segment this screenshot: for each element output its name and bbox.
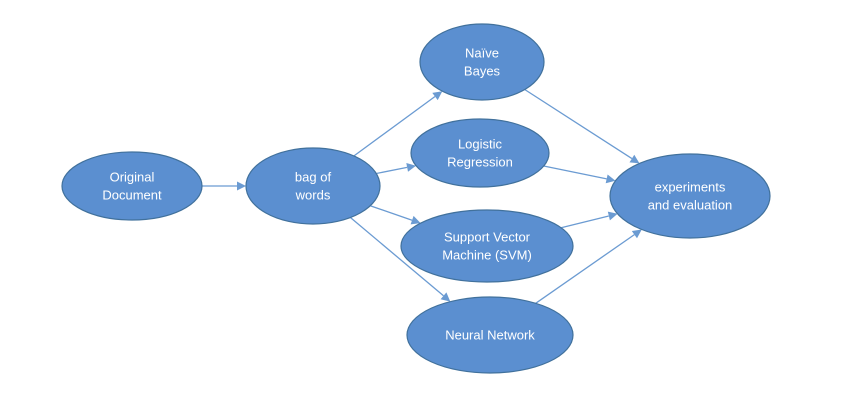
edge-nb-to-eval — [524, 88, 640, 164]
node-nn: Neural Network — [406, 296, 574, 374]
edge-line — [353, 95, 436, 157]
edge-lr-to-eval — [543, 165, 616, 184]
node-label: Logistic — [458, 137, 503, 152]
edge-original-to-bow — [202, 181, 246, 191]
edge-line — [535, 234, 635, 304]
node-ellipse — [410, 118, 550, 188]
node-ellipse — [61, 151, 203, 221]
node-label: Bayes — [464, 64, 501, 79]
arrowhead-icon — [605, 174, 616, 184]
node-label: Naïve — [465, 46, 499, 61]
edge-line — [560, 215, 609, 229]
edge-line — [349, 217, 444, 297]
node-label: experiments — [655, 180, 726, 195]
edge-bow-to-nn — [349, 217, 451, 302]
arrowhead-icon — [607, 211, 618, 221]
node-ellipse — [400, 209, 574, 283]
node-ellipse — [245, 147, 381, 225]
node-eval: experiments and evaluation — [609, 153, 771, 239]
edge-bow-to-lr — [376, 163, 416, 175]
edge-bow-to-nb — [353, 91, 443, 157]
node-ellipse — [419, 23, 545, 101]
arrowhead-icon — [629, 154, 640, 164]
node-label: Regression — [447, 155, 513, 170]
node-label: Machine (SVM) — [442, 248, 532, 263]
node-ellipse — [406, 296, 574, 374]
node-label: and evaluation — [648, 198, 733, 213]
edge-nn-to-eval — [535, 229, 642, 304]
node-bow: bag of words — [245, 147, 381, 225]
edge-bow-to-svm — [369, 205, 421, 225]
arrowhead-icon — [631, 229, 642, 239]
node-label: Original — [110, 170, 155, 185]
edges-layer — [202, 88, 642, 304]
edge-line — [376, 166, 408, 175]
edge-line — [369, 205, 413, 221]
arrowhead-icon — [432, 91, 443, 101]
node-label: Neural Network — [445, 328, 535, 343]
arrowhead-icon — [440, 292, 451, 302]
node-label: Support Vector — [444, 230, 531, 245]
edge-svm-to-eval — [560, 211, 618, 229]
node-ellipse — [609, 153, 771, 239]
edge-line — [543, 165, 607, 180]
arrowhead-icon — [406, 163, 416, 172]
arrowhead-icon — [237, 181, 246, 191]
arrowhead-icon — [410, 215, 421, 225]
node-label: words — [295, 188, 331, 203]
edge-line — [524, 88, 633, 160]
node-label: Document — [102, 188, 162, 203]
node-label: bag of — [295, 170, 332, 185]
